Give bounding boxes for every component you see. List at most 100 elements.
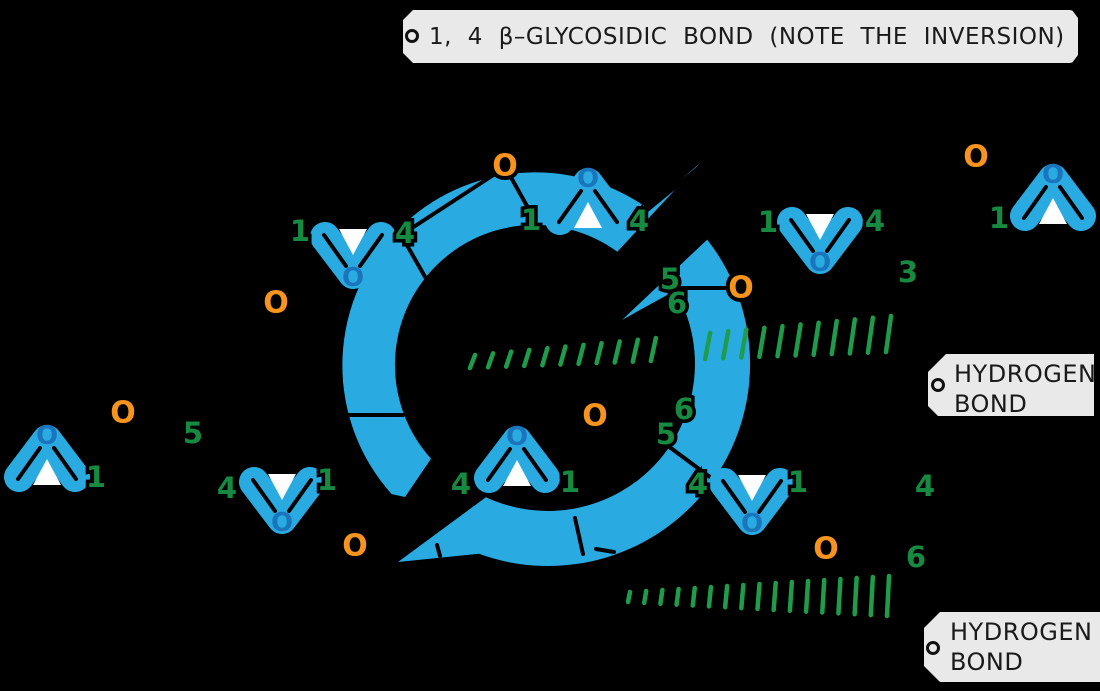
hydrogen-bond-dash <box>775 323 785 359</box>
glucose-unit: O 1 4 <box>286 211 418 294</box>
hydrogen-bond-dash <box>690 585 697 608</box>
ring-oxygen-label: O <box>741 509 763 539</box>
bond-line <box>573 516 585 556</box>
ring-oxygen-label: O <box>271 508 293 538</box>
ring-notch <box>33 459 61 485</box>
ring-edge-line <box>789 218 815 253</box>
hydrogen-bond-dash <box>648 335 659 364</box>
hydrogen-bond-dash <box>625 589 633 605</box>
carbon-number-label: 4 <box>629 204 649 238</box>
ring-notch <box>574 202 602 228</box>
hydrogen-bond-dash <box>522 347 532 369</box>
carbon-number-label: 6 <box>674 392 694 426</box>
glycosidic-oxygen-label: O <box>963 140 989 175</box>
hydrogen-bond-dash <box>865 315 876 355</box>
bond-line <box>638 163 704 218</box>
hydrogen-bond-dash <box>558 344 568 367</box>
hydrogen-bond-dash <box>793 322 803 358</box>
hydrogen-bond-dash <box>658 587 665 606</box>
carbon-number-label: 1 <box>560 465 580 499</box>
hydrogen-bond-dash <box>540 345 550 368</box>
bond-line <box>435 543 442 558</box>
bond-line <box>801 487 825 543</box>
bond-line <box>402 238 468 350</box>
tag-hole-icon <box>405 29 419 43</box>
ring-edge-line <box>522 447 548 482</box>
hydrogen-bond-dash <box>868 574 876 618</box>
hydrogen-bond-tag-line2: BOND <box>954 390 1028 418</box>
hydrogen-bond-dash <box>820 577 827 615</box>
ring-oxygen-label: O <box>506 422 528 452</box>
ring-edge-line <box>358 233 384 268</box>
ring-notch <box>503 460 531 486</box>
carbon-number-label: 4 <box>688 467 708 501</box>
hydrogen-bond-dash <box>836 576 843 616</box>
hydrogen-bond-hatch-band <box>625 573 892 619</box>
bond-line <box>601 417 712 479</box>
hydrogen-bond-dash <box>847 317 858 356</box>
ring-oxygen-label: O <box>342 263 364 293</box>
glycosidic-oxygen-label: O <box>582 399 608 434</box>
hydrogen-bond-dash <box>755 581 762 612</box>
bond-line <box>506 170 534 217</box>
ring-oxygen-label: O <box>1042 160 1064 190</box>
tag-hole-icon <box>931 378 945 392</box>
hydrogen-bond-dash <box>757 325 767 360</box>
ring-edge-line <box>557 189 583 224</box>
hydrogen-bond-tag-line2: BOND <box>950 648 1024 676</box>
glycosidic-oxygen-label: O <box>728 271 754 306</box>
hydrogen-bond-dash <box>884 573 892 619</box>
carbon-number-label: 4 <box>865 204 885 238</box>
hydrogen-bond-hatch-layer <box>467 313 894 619</box>
hydrogen-bond-dash <box>702 330 713 362</box>
bond-line <box>710 170 764 215</box>
glycosidic-bond-tag: 1, 4 β–GLYCOSIDIC BOND (NOTE THE INVERSI… <box>403 10 1078 63</box>
bond-lines-layer <box>96 163 1014 558</box>
bond-line <box>360 486 458 542</box>
glycosidic-oxygen-label: O <box>492 149 518 184</box>
bond-line <box>410 170 500 230</box>
hydrogen-bond-dash <box>883 313 894 355</box>
glycosidic-oxygen-label: O <box>110 396 136 431</box>
carbon-number-label: 4 <box>395 216 415 250</box>
ring-notch <box>268 474 296 500</box>
bond-line <box>570 422 594 476</box>
ring-edge-line <box>825 218 851 253</box>
carbon-number-label: 1 <box>290 214 310 248</box>
glycosidic-oxygen-label: O <box>813 532 839 567</box>
hydrogen-bond-tag-lower: HYDROGEN BOND <box>924 612 1100 682</box>
ring-notch <box>339 229 367 255</box>
tag-hole-icon <box>926 641 940 655</box>
hydrogen-bond-dash <box>739 582 746 611</box>
ring-notch <box>806 214 834 240</box>
logo-swoosh-left <box>342 163 700 497</box>
carbon-number-label: 5 <box>660 262 680 296</box>
glycosidic-oxygen-label: O <box>342 529 368 564</box>
ring-edge-line <box>251 478 277 513</box>
bond-line <box>128 418 224 482</box>
ring-edge-line <box>16 446 42 481</box>
logo-watermark <box>342 163 751 567</box>
bond-line <box>278 238 302 296</box>
hydrogen-bond-dash <box>706 584 714 609</box>
ring-edge-line <box>287 478 313 513</box>
hydrogen-bond-dash <box>630 337 641 364</box>
ring-edge-line <box>593 189 619 224</box>
bond-line <box>594 547 616 554</box>
hydrogen-bond-dash <box>467 352 478 371</box>
ring-edge-line <box>322 233 348 268</box>
ring-oxygen-label: O <box>809 248 831 278</box>
carbon-number-label: 1 <box>521 203 541 237</box>
hydrogen-bond-tag-line1: HYDROGEN <box>950 618 1093 646</box>
bond-line <box>980 164 1014 214</box>
hydrogen-bond-dash <box>771 580 778 613</box>
ring-oxygen-label: O <box>36 421 58 451</box>
ring-edge-line <box>1022 185 1048 220</box>
